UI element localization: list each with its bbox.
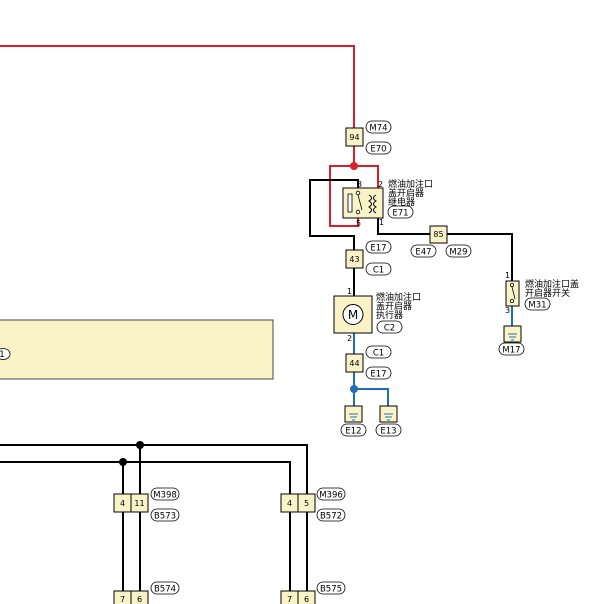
svg-text:C2: C2 <box>384 324 395 334</box>
svg-text:B573: B573 <box>154 512 176 522</box>
connector-b573: B573 <box>150 508 180 522</box>
connector-m29: M29 <box>445 244 472 258</box>
connector-m398: M398 <box>150 487 180 501</box>
connector-e12: E12 <box>340 423 367 437</box>
red-wire-main <box>0 45 355 128</box>
svg-text:M398: M398 <box>153 491 177 501</box>
svg-text:M396: M396 <box>319 491 343 501</box>
svg-text:E70: E70 <box>370 145 386 155</box>
relay-pin-2: 2 <box>378 180 383 189</box>
relay-desc-2: 盖开启器 <box>388 187 424 199</box>
connector-e13: E13 <box>375 423 402 437</box>
terminal-pair-b574: 7 6 <box>113 590 149 604</box>
switch-pin-3: 3 <box>505 306 510 315</box>
svg-text:43: 43 <box>349 255 359 264</box>
connector-m31: M31 <box>524 297 551 311</box>
svg-text:6: 6 <box>304 595 309 604</box>
black-wire-relay-85 <box>377 218 430 235</box>
connector-b572: B572 <box>316 508 346 522</box>
fuel-lid-relay <box>342 187 384 219</box>
black-wire-lower-1 <box>0 444 308 494</box>
svg-text:85: 85 <box>433 230 443 239</box>
actuator-desc-2: 盖开启器 <box>376 300 412 312</box>
svg-text:4: 4 <box>120 499 125 508</box>
module-connector-label: 1 <box>0 350 5 360</box>
svg-text:94: 94 <box>349 133 359 142</box>
svg-text:4: 4 <box>287 499 292 508</box>
svg-text:M17: M17 <box>502 346 520 356</box>
svg-text:M31: M31 <box>528 301 546 311</box>
relay-desc-3: 继电器 <box>388 196 415 208</box>
black-wire-lower-2 <box>0 461 291 494</box>
terminal-43: 43 <box>345 249 364 269</box>
relay-pin-3: 3 <box>357 180 362 189</box>
svg-text:E17: E17 <box>370 370 386 380</box>
actuator-desc-3: 执行器 <box>376 309 403 321</box>
connector-b574: B574 <box>150 581 180 595</box>
terminal-85: 85 <box>429 225 448 244</box>
connector-c1-bottom: C1 <box>365 345 392 359</box>
control-module-box <box>0 319 274 380</box>
ground-e13 <box>379 405 398 423</box>
connector-e70: E70 <box>365 141 392 155</box>
connector-e17-top: E17 <box>365 240 392 254</box>
connector-e71: E71 <box>387 205 414 219</box>
relay-desc-1: 燃油加注口 <box>388 178 433 190</box>
svg-text:E13: E13 <box>380 427 396 437</box>
blue-wire-to-e13 <box>354 388 389 406</box>
svg-text:B574: B574 <box>154 585 176 595</box>
black-wire-relay-loop <box>309 179 359 251</box>
terminal-pair-m398: 4 11 <box>113 493 149 513</box>
terminal-44: 44 <box>345 353 364 373</box>
black-splice-140 <box>136 441 144 449</box>
svg-text:7: 7 <box>120 595 125 604</box>
terminal-pair-b575: 7 6 <box>280 590 316 604</box>
svg-text:5: 5 <box>304 499 309 508</box>
fuel-lid-opener-switch <box>505 280 520 307</box>
svg-text:M29: M29 <box>449 248 467 258</box>
svg-text:11: 11 <box>134 499 144 508</box>
fuel-lid-actuator: M <box>333 295 373 334</box>
connector-m74: M74 <box>365 120 392 134</box>
relay-pin-5: 5 <box>356 219 361 228</box>
relay-pin-1: 1 <box>379 218 384 227</box>
connector-e47: E47 <box>410 244 437 258</box>
red-wire-relay-left <box>329 165 359 227</box>
switch-desc-2: 开启器开关 <box>525 287 570 299</box>
svg-text:6: 6 <box>137 595 142 604</box>
connector-c1-top: C1 <box>365 262 392 276</box>
svg-text:B575: B575 <box>320 585 342 595</box>
connector-e17-bottom: E17 <box>365 366 392 380</box>
module-connector-bubble <box>0 348 11 360</box>
connector-m396: M396 <box>316 487 346 501</box>
connector-c2: C2 <box>376 320 403 334</box>
black-splice-123 <box>119 458 127 466</box>
motor-pin-1: 1 <box>347 287 352 296</box>
actuator-desc-1: 燃油加注口 <box>376 291 421 303</box>
red-wire-relay-right <box>354 165 379 188</box>
connector-m17: M17 <box>498 342 525 356</box>
svg-text:E17: E17 <box>370 244 386 254</box>
ground-m17 <box>503 325 522 343</box>
switch-pin-1: 1 <box>505 271 510 280</box>
svg-text:C1: C1 <box>373 266 384 276</box>
svg-text:7: 7 <box>287 595 292 604</box>
terminal-94: 94 <box>345 127 364 147</box>
motor-symbol: M <box>348 308 358 322</box>
svg-text:E47: E47 <box>415 248 431 258</box>
svg-text:E71: E71 <box>392 209 408 219</box>
svg-text:C1: C1 <box>373 349 384 359</box>
motor-pin-2: 2 <box>347 334 352 343</box>
connector-b575: B575 <box>316 581 346 595</box>
svg-text:M74: M74 <box>369 124 387 134</box>
terminal-pair-m396: 4 5 <box>280 493 316 513</box>
svg-text:B572: B572 <box>320 512 342 522</box>
svg-text:44: 44 <box>349 359 359 368</box>
ground-e12 <box>344 405 363 423</box>
black-wire-85-switch <box>447 233 513 281</box>
switch-desc-1: 燃油加注口盖 <box>525 278 579 290</box>
svg-text:E12: E12 <box>345 427 361 437</box>
